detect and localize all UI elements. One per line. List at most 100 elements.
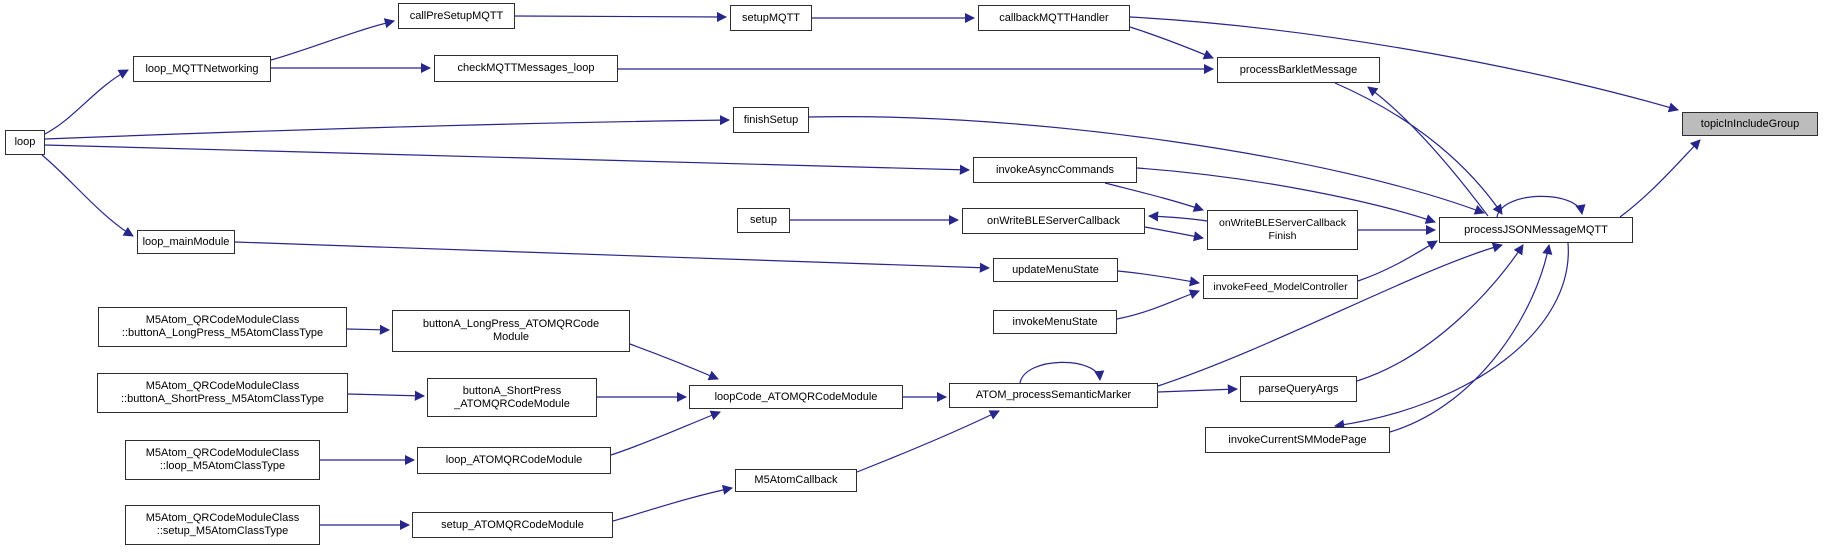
node-setup_M5AtomClassType[interactable]: M5Atom_QRCodeModuleClass ::setup_M5AtomC… (125, 505, 320, 545)
edge-onWriteBLEServerCallback-to-onWriteBLEServerCallbackFinish (1144, 226, 1205, 242)
edge-updateMenuState-to-invokeFeed_ModelController (1117, 270, 1201, 287)
node-buttonA_LongPress_M5AtomClassType[interactable]: M5Atom_QRCodeModuleClass ::buttonA_LongP… (98, 307, 347, 347)
node-invokeMenuState[interactable]: invokeMenuState (993, 310, 1117, 334)
edge-processJSONMessageMQTT-self-loop (1496, 195, 1586, 218)
edge-processBarkletMessage-to-processJSONMessageMQTT (1334, 82, 1503, 215)
node-onWriteBLEServerCallbackFinish[interactable]: onWriteBLEServerCallback Finish (1207, 210, 1358, 250)
node-label: invokeMenuState (1012, 315, 1098, 328)
edge-loop-to-finishSetup (44, 115, 731, 140)
node-label: loop_mainModule (142, 235, 230, 248)
edge-callPreSetupMQTT-to-setupMQTT (514, 11, 728, 23)
node-label: M5Atom_QRCodeModuleClass (145, 447, 300, 459)
node-label: M5AtomCallback (754, 474, 838, 486)
node-label: callbackMQTTHandler (999, 11, 1109, 24)
edge-ATOM_processSemanticMarker-self-loop (1019, 361, 1105, 384)
node-parseQueryArgs[interactable]: parseQueryArgs (1240, 376, 1357, 402)
edge-finishSetup-to-processJSONMessageMQTT (808, 116, 1485, 215)
node-topicInIncludeGroup[interactable]: topicInIncludeGroup (1682, 112, 1818, 136)
node-label: invokeCurrentSMModePage (1228, 433, 1367, 446)
edge-loop_MQTTNetworking-to-callPreSetupMQTT (270, 18, 395, 61)
node-buttonA_ShortPress_ATOMQRCodeModule[interactable]: buttonA_ShortPress _ATOMQRCodeModule (427, 378, 597, 417)
node-setup_ATOMQRCodeModule[interactable]: setup_ATOMQRCodeModule (412, 512, 613, 538)
node-label: loop_MQTTNetworking (145, 62, 259, 75)
edge-ATOM_processSemanticMarker-to-parseQueryArgs (1157, 384, 1239, 395)
node-label: Finish (1268, 230, 1297, 242)
edge-onWriteBLEServerCallbackFinish-to-onWriteBLEServerCallback (1147, 211, 1208, 222)
node-label: topicInIncludeGroup (1700, 117, 1800, 130)
node-ATOM_processSemanticMarker[interactable]: ATOM_processSemanticMarker (949, 383, 1158, 408)
node-invokeFeed_ModelController[interactable]: invokeFeed_ModelController (1203, 275, 1358, 299)
node-label: Module (492, 331, 530, 343)
edge-setup_ATOMQRCodeModule-to-M5AtomCallback (612, 484, 733, 522)
node-label: checkMQTTMessages_loop (457, 62, 595, 74)
node-label: processJSONMessageMQTT (1464, 223, 1608, 236)
node-checkMQTTMessages_loop[interactable]: checkMQTTMessages_loop (434, 55, 618, 82)
edge-invokeCurrentSMModePage-to-processJSONMessageMQTT (1389, 243, 1553, 433)
node-label: invokeAsyncCommands (996, 163, 1114, 176)
node-callPreSetupMQTT[interactable]: callPreSetupMQTT (398, 3, 515, 29)
node-label: loop (14, 136, 36, 148)
node-setup[interactable]: setup (737, 208, 790, 233)
edge-parseQueryArgs-to-processJSONMessageMQTT (1356, 244, 1524, 382)
edge-loop-to-loop_MQTTNetworking (44, 69, 129, 135)
edge-loop_mainModule-to-updateMenuState (234, 241, 991, 273)
node-label: buttonA_LongPress_ATOMQRCode (422, 318, 600, 330)
edge-processJSONMessageMQTT-to-topicInIncludeGroup (1619, 139, 1701, 218)
node-label: M5Atom_QRCodeModuleClass (145, 512, 300, 524)
edge-callbackMQTTHandler-to-processBarkletMessage (1129, 26, 1214, 60)
edge-callbackMQTTHandler-to-topicInIncludeGroup (1129, 16, 1679, 113)
edge-loop-to-loop_mainModule (41, 154, 134, 237)
edge-invokeMenuState-to-invokeFeed_ModelController (1116, 289, 1200, 320)
node-M5AtomCallback[interactable]: M5AtomCallback (735, 469, 857, 492)
node-label: loop_ATOMQRCodeModule (445, 454, 583, 466)
node-updateMenuState[interactable]: updateMenuState (993, 258, 1118, 282)
node-label: onWriteBLEServerCallback (1218, 217, 1347, 229)
edge-ATOM_processSemanticMarker-to-processJSONMessageMQTT (1157, 242, 1503, 387)
node-label: loopCode_ATOMQRCodeModule (714, 390, 878, 403)
node-loop[interactable]: loop (5, 130, 45, 155)
node-buttonA_LongPress_ATOMQRCodeModule[interactable]: buttonA_LongPress_ATOMQRCode Module (392, 310, 630, 352)
node-loop_mainModule[interactable]: loop_mainModule (137, 230, 235, 254)
node-onWriteBLEServerCallback[interactable]: onWriteBLEServerCallback (962, 208, 1145, 234)
node-processBarkletMessage[interactable]: processBarkletMessage (1217, 57, 1380, 83)
node-label: ::buttonA_LongPress_M5AtomClassType (121, 327, 324, 339)
node-buttonA_ShortPress_M5AtomClassType[interactable]: M5Atom_QRCodeModuleClass ::buttonA_Short… (97, 373, 348, 413)
edge-invokeFeed_ModelController-to-processJSONMessageMQTT (1357, 240, 1438, 282)
node-label: ::loop_M5AtomClassType (159, 460, 286, 472)
node-finishSetup[interactable]: finishSetup (733, 107, 809, 133)
edge-invokeAsyncCommands-to-onWriteBLEServerCallbackFinish (1104, 182, 1204, 212)
node-label: parseQueryArgs (1258, 382, 1339, 395)
edge-invokeAsyncCommands-to-processJSONMessageMQTT (1136, 167, 1436, 224)
node-label: M5Atom_QRCodeModuleClass (145, 314, 300, 326)
node-invokeAsyncCommands[interactable]: invokeAsyncCommands (973, 157, 1137, 183)
edge-loop_ATOMQRCodeModule-to-loopCode (610, 410, 721, 456)
edge-buttonA_LongPress_module-to-loopCode (629, 343, 719, 381)
node-label: setup_ATOMQRCodeModule (441, 518, 584, 531)
edge-buttonA_ShortPress_class-to-module (347, 390, 426, 401)
node-label: _ATOMQRCodeModule (454, 397, 570, 410)
edge-M5AtomCallback-to-ATOM_processSemanticMarker (856, 410, 1000, 473)
node-invokeCurrentSMModePage[interactable]: invokeCurrentSMModePage (1205, 427, 1390, 453)
node-label: setup (750, 214, 777, 226)
node-label: onWriteBLEServerCallback (986, 214, 1121, 227)
node-processJSONMessageMQTT[interactable]: processJSONMessageMQTT (1439, 217, 1633, 243)
node-label: ATOM_processSemanticMarker (975, 389, 1132, 401)
node-label: ::buttonA_ShortPress_M5AtomClassType (121, 393, 324, 405)
node-loop_MQTTNetworking[interactable]: loop_MQTTNetworking (133, 56, 271, 82)
node-label: ::setup_M5AtomClassType (156, 525, 289, 537)
edge-processJSONMessageMQTT-to-processBarkletMessage (1367, 86, 1489, 217)
node-label: callPreSetupMQTT (409, 9, 504, 22)
node-loop_ATOMQRCodeModule[interactable]: loop_ATOMQRCodeModule (417, 447, 611, 474)
edge-processJSONMessageMQTT-to-invokeCurrentSMModePage (1333, 242, 1569, 430)
node-setupMQTT[interactable]: setupMQTT (730, 5, 812, 31)
node-loopCode_ATOMQRCodeModule[interactable]: loopCode_ATOMQRCodeModule (689, 385, 903, 409)
node-label: invokeFeed_ModelController (1213, 280, 1348, 293)
node-callbackMQTTHandler[interactable]: callbackMQTTHandler (978, 5, 1130, 31)
edge-loop-to-invokeAsyncCommands (44, 144, 971, 175)
edge-buttonA_LongPress_class-to-module (346, 324, 391, 335)
node-loop_M5AtomClassType[interactable]: M5Atom_QRCodeModuleClass ::loop_M5AtomCl… (125, 440, 320, 480)
node-label: updateMenuState (1012, 263, 1099, 276)
node-label: setupMQTT (741, 11, 801, 24)
